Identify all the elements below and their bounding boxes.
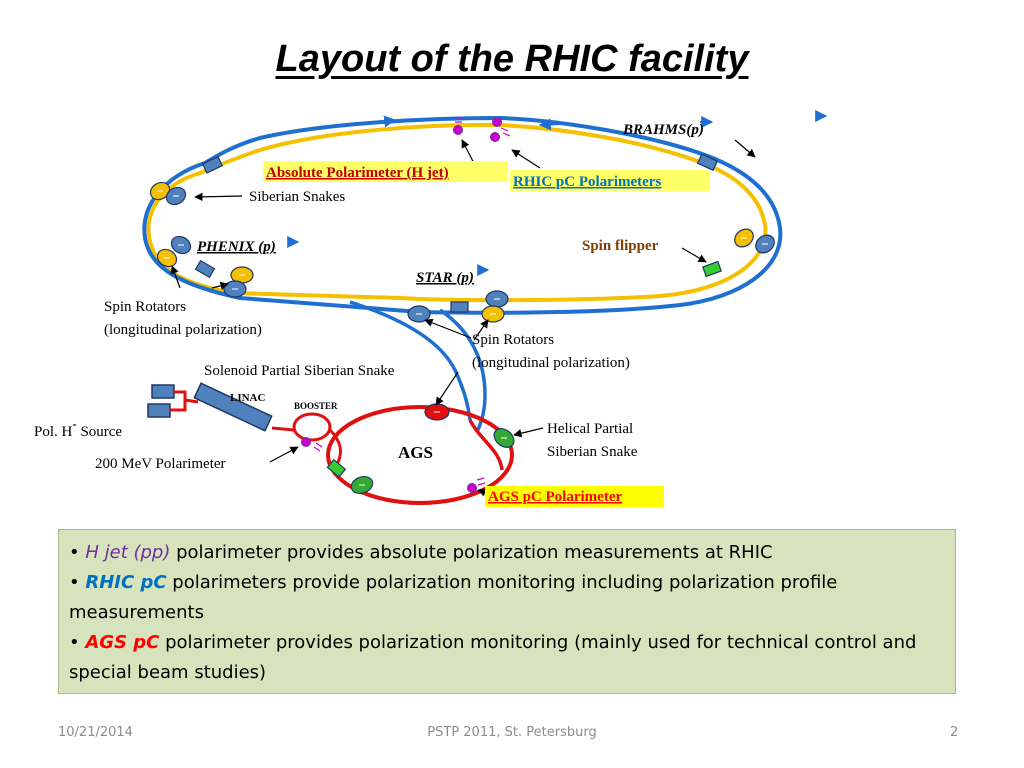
note-rhic-pc: • RHIC pC polarimeters provide polarizat… [69,572,838,623]
direction-arrows [287,110,828,276]
footer-page-number: 2 [950,725,959,740]
ags-label: AGS [398,443,433,462]
rhic-pc-label: RHIC pC Polarimeters [513,174,661,190]
spin-rotators-left-label: Spin Rotators(longitudinal polarization) [104,299,262,338]
polarimeter-ticks [313,117,511,486]
page-title: Layout of the RHIC facility [275,38,749,80]
linac-label: LINAC [230,392,266,404]
linac [147,382,273,432]
polarimeter-dots [301,117,502,493]
star-label: STAR (p) [416,270,474,286]
note-ags-pc: • AGS pC polarimeter provides polarizati… [69,632,917,683]
siberian-snakes-label: Siberian Snakes [249,189,345,205]
pol-h-source-label: Pol. H- Source [34,416,122,440]
snake-device-marks [157,190,768,486]
spin-rotators-right-label: Spin Rotators(longitudinal polarization) [472,332,630,371]
solenoid-label: Solenoid Partial Siberian Snake [204,363,395,379]
booster-label: BOOSTER [294,401,338,411]
ags-ring [326,405,514,505]
hjet-label: Absolute Polarimeter (H jet) [266,165,449,181]
polarimeter-200-label: 200 MeV Polarimeter [95,456,226,472]
footer-date: 10/21/2014 [58,725,133,740]
note-hjet: • H jet (pp) polarimeter provides absolu… [69,542,773,563]
ags-pc-label: AGS pC Polarimeter [488,489,622,505]
hjet-label-box [263,161,508,182]
callout-arrows [170,139,756,497]
detector-boxes [194,153,722,478]
ags-pc-label-box [485,486,664,507]
notes-box: • H jet (pp) polarimeter provides absolu… [58,529,956,694]
spin-flipper-label: Spin flipper [582,238,659,254]
footer-event: PSTP 2011, St. Petersburg [427,725,597,740]
rhic-pc-label-box [510,170,710,191]
phenix-label: PHENIX (p) [197,239,276,255]
brahms-label: BRAHMS(p) [622,122,704,138]
